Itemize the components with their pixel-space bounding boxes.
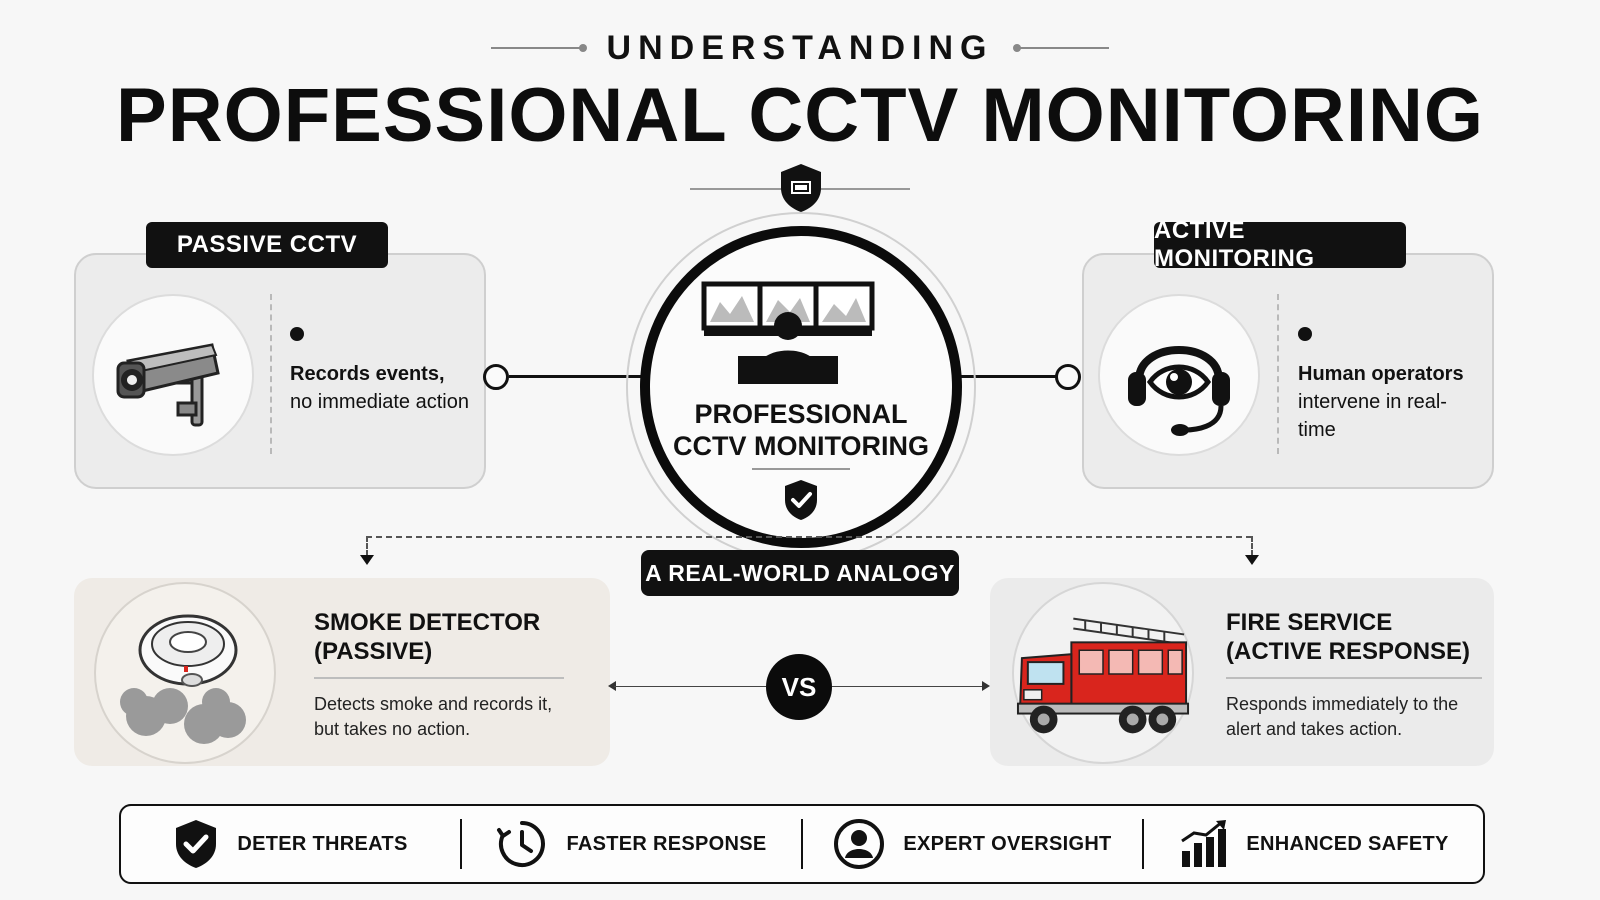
center-label-line1: PROFESSIONAL: [694, 399, 908, 429]
fire-truck-icon: [1016, 617, 1190, 734]
arrow-right-icon: [982, 681, 990, 691]
center-label: PROFESSIONAL CCTV MONITORING: [640, 398, 962, 462]
vs-line-right: [832, 686, 982, 687]
operator-monitors-icon: [701, 281, 875, 384]
active-text-line1: Human operators: [1298, 363, 1464, 385]
clock-icon: [497, 821, 546, 867]
benefit-deter-threats: DETER THREATS: [121, 806, 460, 882]
subtitle: UNDERSTANDING: [606, 28, 994, 67]
fire-title-line1: FIRE SERVICE: [1226, 609, 1393, 636]
subtitle-line-left: [490, 44, 587, 52]
headset-eye-icon: [1128, 346, 1230, 436]
arrow-down-right-icon: [1245, 555, 1259, 565]
active-divider: [1277, 294, 1279, 454]
fire-rule: [1226, 677, 1482, 679]
vs-line-left: [614, 686, 766, 687]
active-monitoring-label: ACTIVE MONITORING: [1154, 217, 1406, 272]
benefit-label: EXPERT OVERSIGHT: [903, 832, 1112, 855]
passive-cctv-label: PASSIVE CCTV: [146, 222, 388, 268]
subtitle-line-right: [1013, 44, 1110, 52]
passive-text-line2: no immediate action: [290, 391, 469, 413]
smoke-title: SMOKE DETECTOR (PASSIVE): [314, 608, 594, 666]
shield-check-icon: [785, 480, 817, 520]
benefit-expert-oversight: EXPERT OVERSIGHT: [801, 819, 1142, 869]
active-text-line2: intervene in real-time: [1298, 391, 1447, 441]
vs-badge: VS: [766, 654, 832, 720]
fire-title-line2: (ACTIVE RESPONSE): [1226, 638, 1471, 665]
smoke-icon-circle: [94, 582, 276, 764]
passive-bullet: [290, 327, 304, 341]
bar-chart-up-icon: [1181, 820, 1227, 867]
smoke-text-line1: Detects smoke and records it,: [314, 694, 553, 714]
active-text: Human operators intervene in real-time: [1298, 360, 1478, 444]
subtitle-row: UNDERSTANDING: [0, 28, 1600, 68]
center-divider: [752, 468, 850, 470]
benefit-label: ENHANCED SAFETY: [1246, 832, 1449, 855]
left-connector-node: [483, 364, 509, 390]
cctv-camera-icon: [116, 343, 220, 427]
arrow-left-icon: [608, 681, 616, 691]
analogy-dashed-line: [366, 536, 1252, 538]
smoke-detector-icon: [120, 614, 246, 744]
benefit-enhanced-safety: ENHANCED SAFETY: [1142, 819, 1483, 869]
benefit-label: DETER THREATS: [237, 832, 408, 855]
fire-text: Responds immediately to the alert and ta…: [1226, 692, 1486, 742]
passive-text-line1: Records events,: [290, 363, 445, 385]
shield-check-icon: [176, 820, 217, 868]
smoke-title-line2: (PASSIVE): [314, 638, 433, 665]
benefit-label: FASTER RESPONSE: [566, 832, 767, 855]
passive-divider: [270, 294, 272, 454]
center-label-line2: CCTV MONITORING: [673, 431, 929, 461]
benefits-bar: DETER THREATS FASTER RESPONSE EXPERT OVE…: [119, 804, 1485, 884]
fire-icon-circle: [1012, 582, 1194, 764]
left-connector-line: [509, 375, 643, 378]
passive-icon-circle: [92, 294, 254, 456]
analogy-dashed-right: [1251, 536, 1253, 556]
active-bullet: [1298, 327, 1312, 341]
fire-title: FIRE SERVICE (ACTIVE RESPONSE): [1226, 608, 1486, 666]
right-connector-node: [1055, 364, 1081, 390]
active-icon-circle: [1098, 294, 1260, 456]
shield-badge-icon: [781, 164, 821, 212]
analogy-dashed-left: [366, 536, 368, 556]
fire-text-line2: alert and takes action.: [1226, 719, 1403, 739]
smoke-text: Detects smoke and records it, but takes …: [314, 692, 604, 742]
user-circle-icon: [834, 819, 885, 869]
passive-text: Records events, no immediate action: [290, 360, 470, 416]
right-connector-line: [958, 375, 1056, 378]
fire-text-line1: Responds immediately to the: [1226, 694, 1459, 714]
analogy-label: A REAL-WORLD ANALOGY: [641, 550, 959, 596]
arrow-down-left-icon: [360, 555, 374, 565]
page-title: PROFESSIONAL CCTV MONITORING: [116, 73, 1484, 158]
smoke-text-line2: but takes no action.: [314, 719, 471, 739]
smoke-rule: [314, 677, 564, 679]
smoke-title-line1: SMOKE DETECTOR: [314, 609, 541, 636]
benefit-faster-response: FASTER RESPONSE: [460, 819, 801, 869]
